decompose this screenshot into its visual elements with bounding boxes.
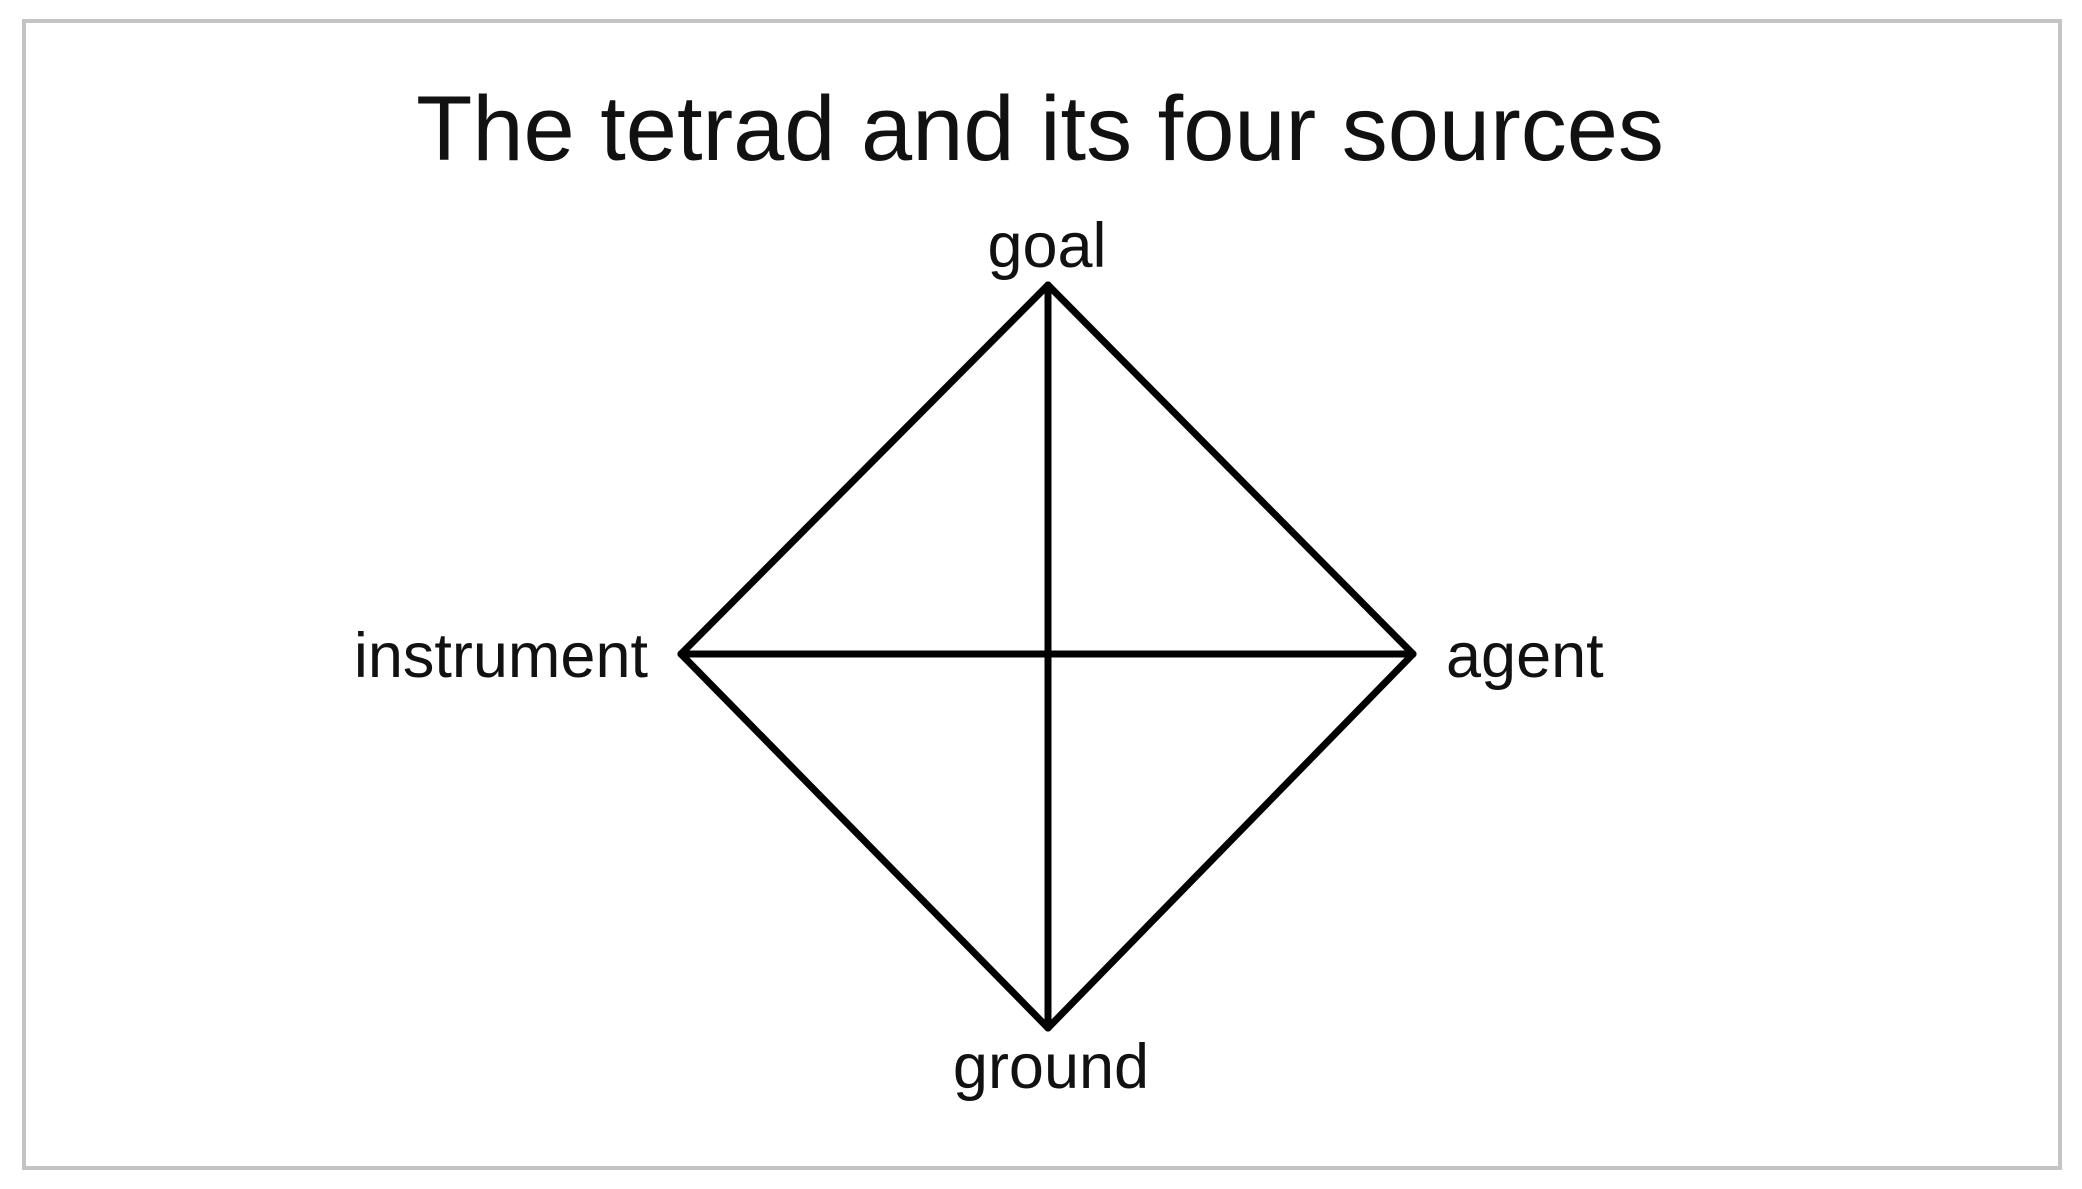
diamond-edges: [677, 281, 1417, 1032]
node-label-agent: agent: [1446, 621, 1604, 691]
slide-frame: The tetrad and its four sources goal ins…: [22, 19, 2062, 1170]
edge-instrument-goal: [677, 281, 1052, 658]
tetrad-diagram: goal instrument agent ground: [354, 211, 1604, 1102]
edge-ground-instrument: [677, 650, 1052, 1032]
edge-agent-ground: [1044, 650, 1417, 1032]
edge-goal-agent: [1044, 281, 1417, 658]
slide-title: The tetrad and its four sources: [416, 78, 1664, 180]
node-label-ground: ground: [953, 1032, 1149, 1102]
node-label-instrument: instrument: [354, 621, 649, 691]
node-label-goal: goal: [987, 211, 1106, 281]
